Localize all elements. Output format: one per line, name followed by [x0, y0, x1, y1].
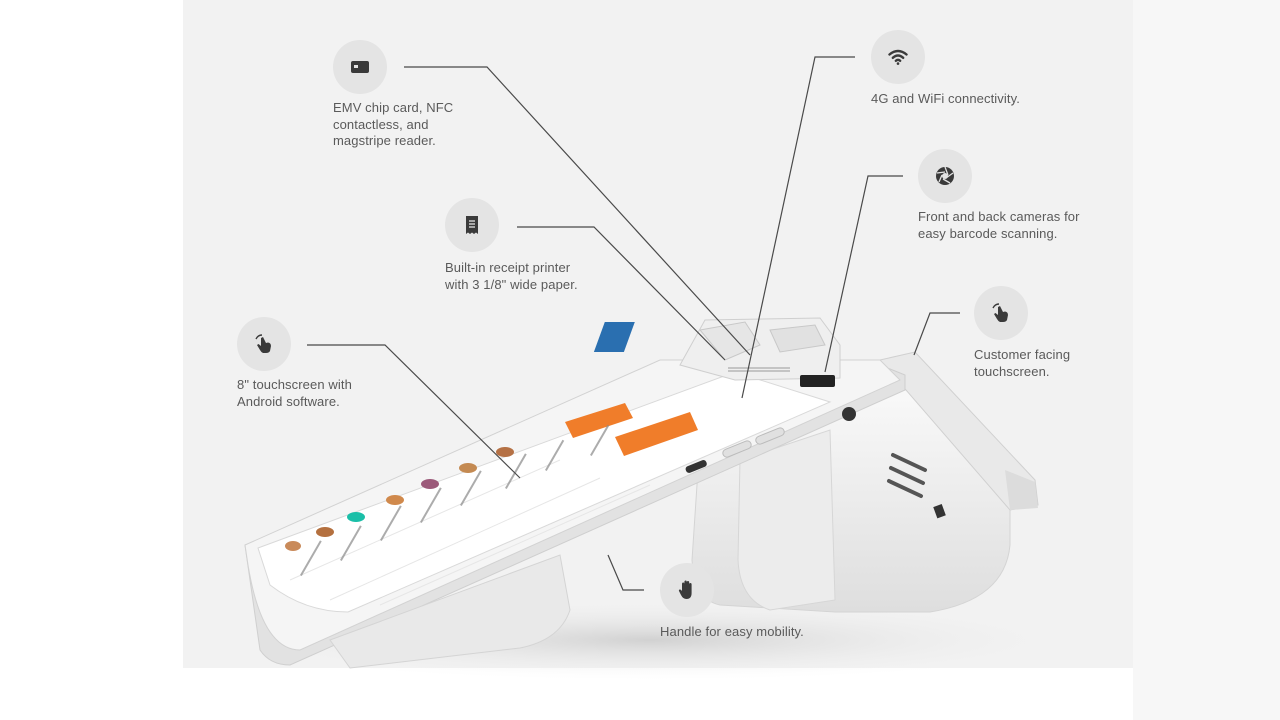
- connectivity-text: 4G and WiFi connectivity.: [871, 91, 1020, 106]
- card-in-slot: [593, 322, 635, 352]
- screen-orange-button-2: [615, 412, 698, 456]
- side-port: [933, 503, 946, 519]
- printer-text: Built-in receipt printer with 3 1/8" wid…: [445, 260, 578, 292]
- touchscreen-text: 8" touchscreen with Android software.: [237, 377, 352, 409]
- customer-screen-text: Customer facing touchscreen.: [974, 347, 1071, 379]
- camera-shutter-icon: [918, 149, 972, 203]
- speaker-grille: [887, 453, 927, 498]
- volume-button-1: [722, 440, 752, 458]
- credit-card-icon: [333, 40, 387, 94]
- hand-palm-icon: [660, 563, 714, 617]
- merchant-screen: [257, 371, 832, 613]
- handle-text: Handle for easy mobility.: [660, 624, 804, 639]
- rear-handle: [737, 429, 836, 611]
- touch-hand-icon: [974, 286, 1028, 340]
- volume-button-2: [755, 427, 785, 445]
- front-camera-scanner: [800, 375, 835, 387]
- headphone-jack: [842, 407, 856, 421]
- wifi-icon: [871, 30, 925, 84]
- usb-port: [685, 460, 707, 473]
- bottom-handle: [329, 554, 571, 669]
- receipt-icon: [445, 198, 499, 252]
- touch-hand-icon: [237, 317, 291, 371]
- card-reader-text: EMV chip card, NFC contactless, and mags…: [333, 100, 454, 148]
- screen-orange-button-1: [565, 403, 633, 438]
- cameras-text: Front and back cameras for easy barcode …: [918, 209, 1080, 241]
- background-edge: [1133, 0, 1280, 720]
